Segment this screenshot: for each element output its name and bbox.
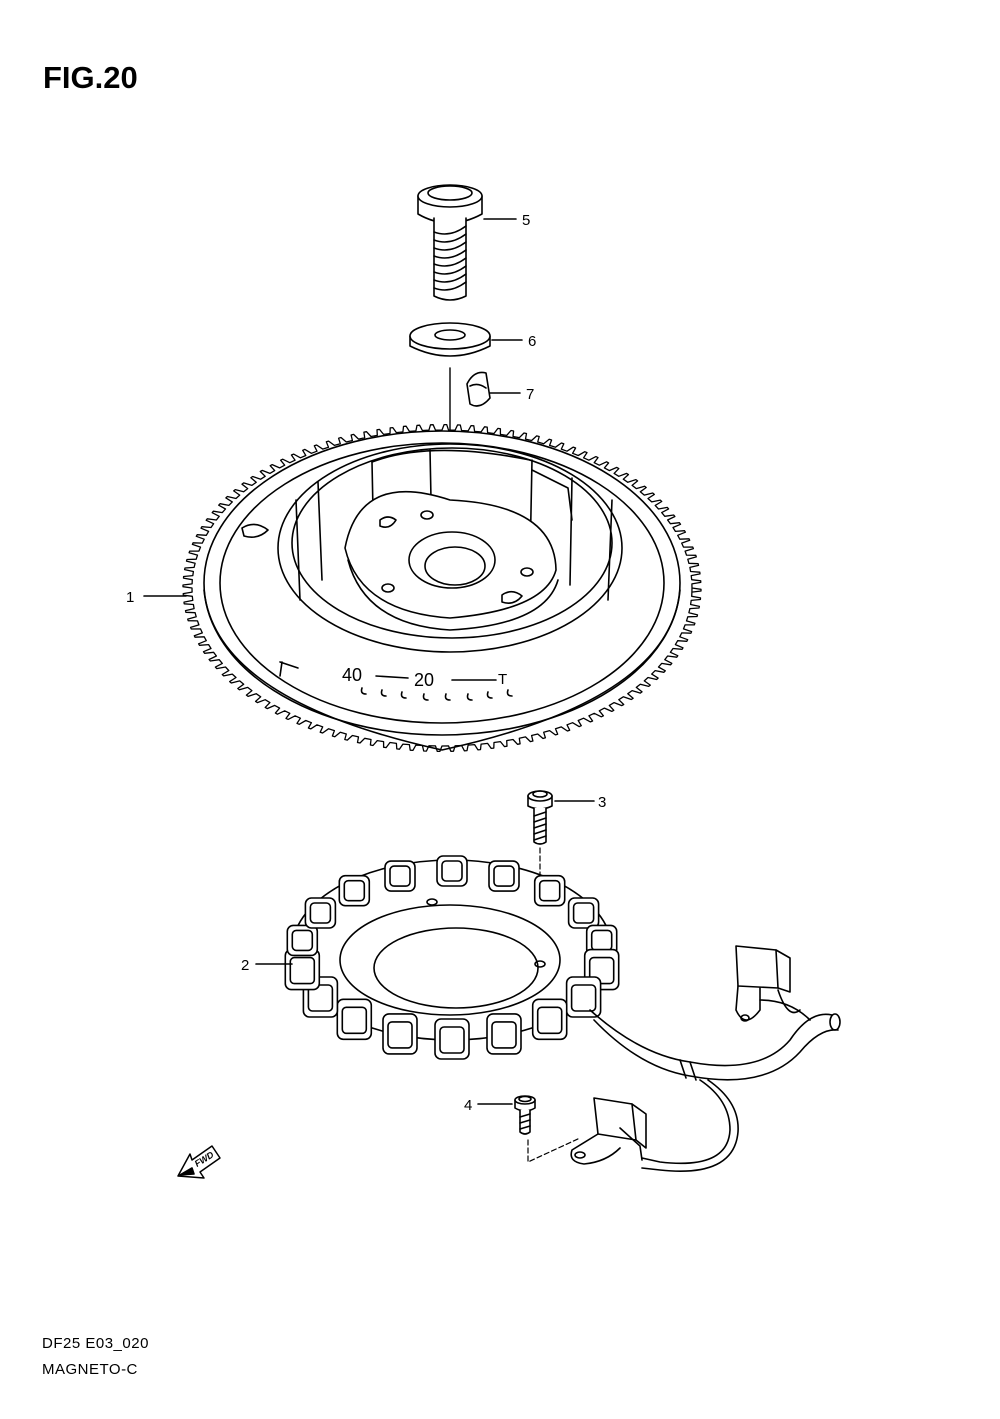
stator-coil-pole xyxy=(382,1013,418,1055)
clamp-screw xyxy=(514,1095,581,1163)
stator-coil-pole xyxy=(565,976,602,1018)
callout-5: 5 xyxy=(483,212,530,229)
figure-code: DF25 E03_020 xyxy=(42,1335,149,1352)
callout-6: 6 xyxy=(491,333,536,350)
stator-coil-pole xyxy=(531,998,568,1041)
forward-direction-arrow: FWD xyxy=(177,1145,221,1179)
timing-mark-40: 40 xyxy=(342,665,362,685)
stator-coil-pole xyxy=(567,897,600,929)
callout-label-6: 6 xyxy=(528,333,536,350)
stator-coil-pole xyxy=(284,948,321,991)
stator-coil-pole xyxy=(434,1018,470,1060)
stator-coil-pole xyxy=(488,860,520,892)
stator-coil-pole xyxy=(486,1013,522,1055)
stator-coil-pole xyxy=(338,874,371,907)
stator-coil-pole xyxy=(304,897,337,929)
washer xyxy=(409,322,491,357)
flywheel-bolt xyxy=(417,184,483,301)
stator-coils xyxy=(284,855,620,1060)
callout-label-5: 5 xyxy=(522,212,530,229)
woodruff-key xyxy=(466,371,491,407)
timing-mark-20: 20 xyxy=(414,670,434,690)
stator-coil-pole xyxy=(436,855,468,887)
callout-label-7: 7 xyxy=(526,386,534,403)
stator-coil-pole xyxy=(533,874,566,907)
callout-1: 1 xyxy=(126,589,187,606)
figure-name: MAGNETO-C xyxy=(42,1361,138,1378)
figure-title: FIG.20 xyxy=(43,60,138,95)
callout-2: 2 xyxy=(241,957,293,974)
callout-4: 4 xyxy=(464,1097,513,1114)
flywheel-rotor: 40 20 T xyxy=(182,423,702,753)
timing-mark-t: T xyxy=(498,671,507,688)
callout-3: 3 xyxy=(554,794,606,811)
stator-coil-pole xyxy=(336,998,373,1041)
callout-7: 7 xyxy=(489,386,534,403)
stator-coil-pole xyxy=(384,860,416,892)
stator-coil-pole xyxy=(286,924,319,957)
callout-label-4: 4 xyxy=(464,1097,472,1114)
callout-label-3: 3 xyxy=(598,794,606,811)
callout-label-2: 2 xyxy=(241,957,249,974)
stator-coil-assembly xyxy=(284,855,841,1172)
callout-label-1: 1 xyxy=(126,589,134,606)
